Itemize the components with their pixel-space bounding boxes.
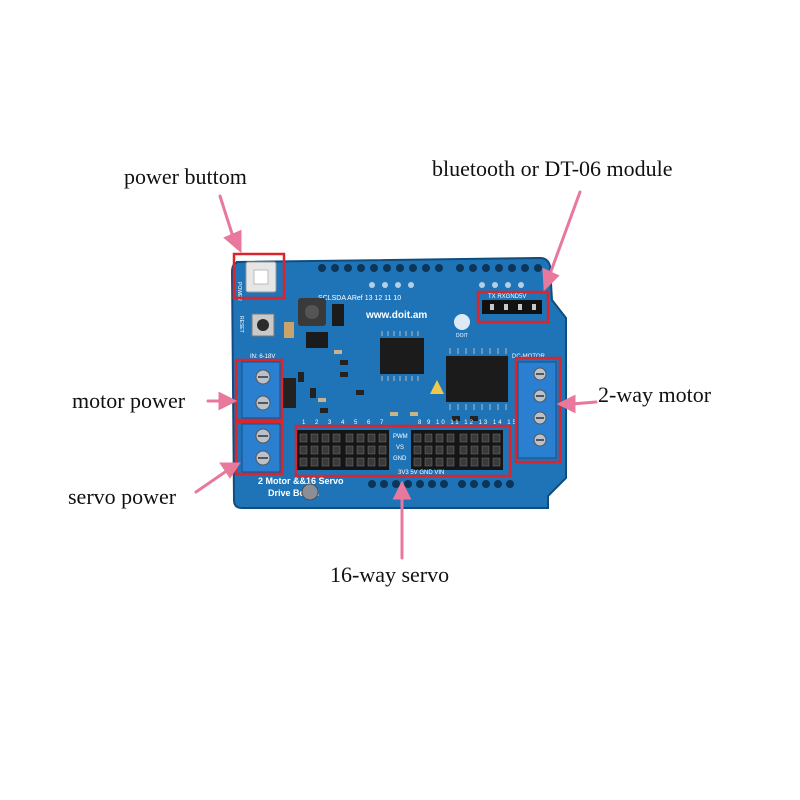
servo-pin	[332, 445, 341, 455]
servo-pin	[470, 457, 479, 467]
callout-bluetooth: bluetooth or DT-06 module	[432, 156, 673, 181]
servo-pin	[367, 433, 376, 443]
serial-header-label: TX RXGND5V	[488, 294, 526, 300]
servo-pin	[446, 457, 455, 467]
servo-pin	[310, 457, 319, 467]
servo-pin	[424, 445, 433, 455]
highlight-two-way-motor	[514, 356, 562, 464]
mounting-hole	[301, 483, 319, 501]
servo-pin	[332, 433, 341, 443]
servo-pin	[345, 445, 354, 455]
servo-pin	[413, 433, 422, 443]
servo-pin	[459, 457, 468, 467]
top-header-pins	[318, 264, 542, 272]
servo-pin	[356, 457, 365, 467]
servo-pin	[299, 445, 308, 455]
servo-pin	[481, 433, 490, 443]
servo-pin	[378, 445, 387, 455]
vs-label: VS	[396, 445, 404, 451]
servo-pin	[492, 433, 501, 443]
board-website: www.doit.am	[365, 310, 427, 321]
servo-pin	[310, 445, 319, 455]
servo-pin	[492, 457, 501, 467]
servo-pin	[424, 457, 433, 467]
servo-pin	[446, 433, 455, 443]
motor-servo-shield-board: SCLSDA ARef 13 12 11 10 POWER RESET www.…	[230, 256, 567, 509]
doit-logo-text: DOIT	[456, 333, 468, 339]
highlight-motor-power	[234, 358, 284, 422]
servo-numbers-right: 8 9 10 11 12 13 14 15	[418, 420, 518, 426]
servo-pin	[356, 445, 365, 455]
servo-pin	[492, 445, 501, 455]
servo-numbers-left: 1 2 3 4 5 6 7	[302, 420, 387, 426]
servo-pin	[367, 445, 376, 455]
highlight-boxes	[232, 252, 562, 478]
jumper-block	[282, 378, 296, 408]
input-voltage-label: IN: 6-18V	[250, 354, 275, 360]
servo-pin	[435, 445, 444, 455]
servo-pin	[435, 433, 444, 443]
power-silk-label: POWER	[236, 282, 242, 301]
servo-pin	[446, 445, 455, 455]
serial-header	[482, 300, 542, 314]
servo-pin	[321, 457, 330, 467]
servo-pin	[481, 445, 490, 455]
servo-pin	[367, 457, 376, 467]
arrow-two-way-motor	[570, 400, 598, 406]
servo-pin	[332, 457, 341, 467]
servo-pin	[345, 457, 354, 467]
arrow-power-button	[218, 194, 236, 242]
board-title-line1: 2 Motor &&16 Servo	[258, 476, 344, 486]
servo-pin	[310, 433, 319, 443]
highlight-servo-headers	[294, 424, 512, 478]
pca9685-chip	[380, 338, 424, 374]
callout-motor-power: motor power	[72, 388, 186, 413]
arrow-servo-power	[194, 468, 230, 494]
callout-arrows	[194, 190, 598, 560]
servo-pin	[459, 433, 468, 443]
servo-pin	[413, 457, 422, 467]
regulator-chip	[306, 332, 328, 348]
servo-pin	[345, 433, 354, 443]
top-pin-labels: SCLSDA ARef 13 12 11 10	[318, 295, 401, 302]
servo-pin	[378, 433, 387, 443]
motor-driver-chip	[446, 356, 508, 402]
doit-logo	[454, 314, 470, 330]
servo-pin	[470, 433, 479, 443]
highlight-servo-power	[234, 420, 284, 476]
callout-servo-power: servo power	[68, 484, 177, 509]
servo-pin	[321, 445, 330, 455]
esd-symbol	[430, 380, 444, 394]
pwm-label: PWM	[393, 434, 408, 440]
reset-silk-label: RESET	[238, 316, 244, 333]
bottom-power-labels: 3V3 5V GND VIN	[398, 470, 444, 476]
board-title-line2: Drive Board	[268, 488, 319, 498]
servo-pin	[299, 457, 308, 467]
callout-two-way-motor: 2-way motor	[598, 382, 712, 407]
arrow-bluetooth	[548, 190, 582, 276]
callout-sixteen-way-servo: 16-way servo	[330, 562, 450, 587]
servo-pin	[356, 433, 365, 443]
servo-header-pins	[297, 430, 503, 470]
servo-pin	[459, 445, 468, 455]
highlight-power-button	[232, 252, 286, 300]
servo-pin	[413, 445, 422, 455]
servo-pin	[424, 433, 433, 443]
servo-pin	[470, 445, 479, 455]
highlight-bluetooth-header	[476, 290, 550, 324]
callout-power-button: power buttom	[124, 164, 247, 189]
servo-pin	[299, 433, 308, 443]
servo-pin	[435, 457, 444, 467]
servo-pin	[321, 433, 330, 443]
servo-pin	[378, 457, 387, 467]
servo-pin	[481, 457, 490, 467]
gnd-label: GND	[393, 456, 407, 462]
